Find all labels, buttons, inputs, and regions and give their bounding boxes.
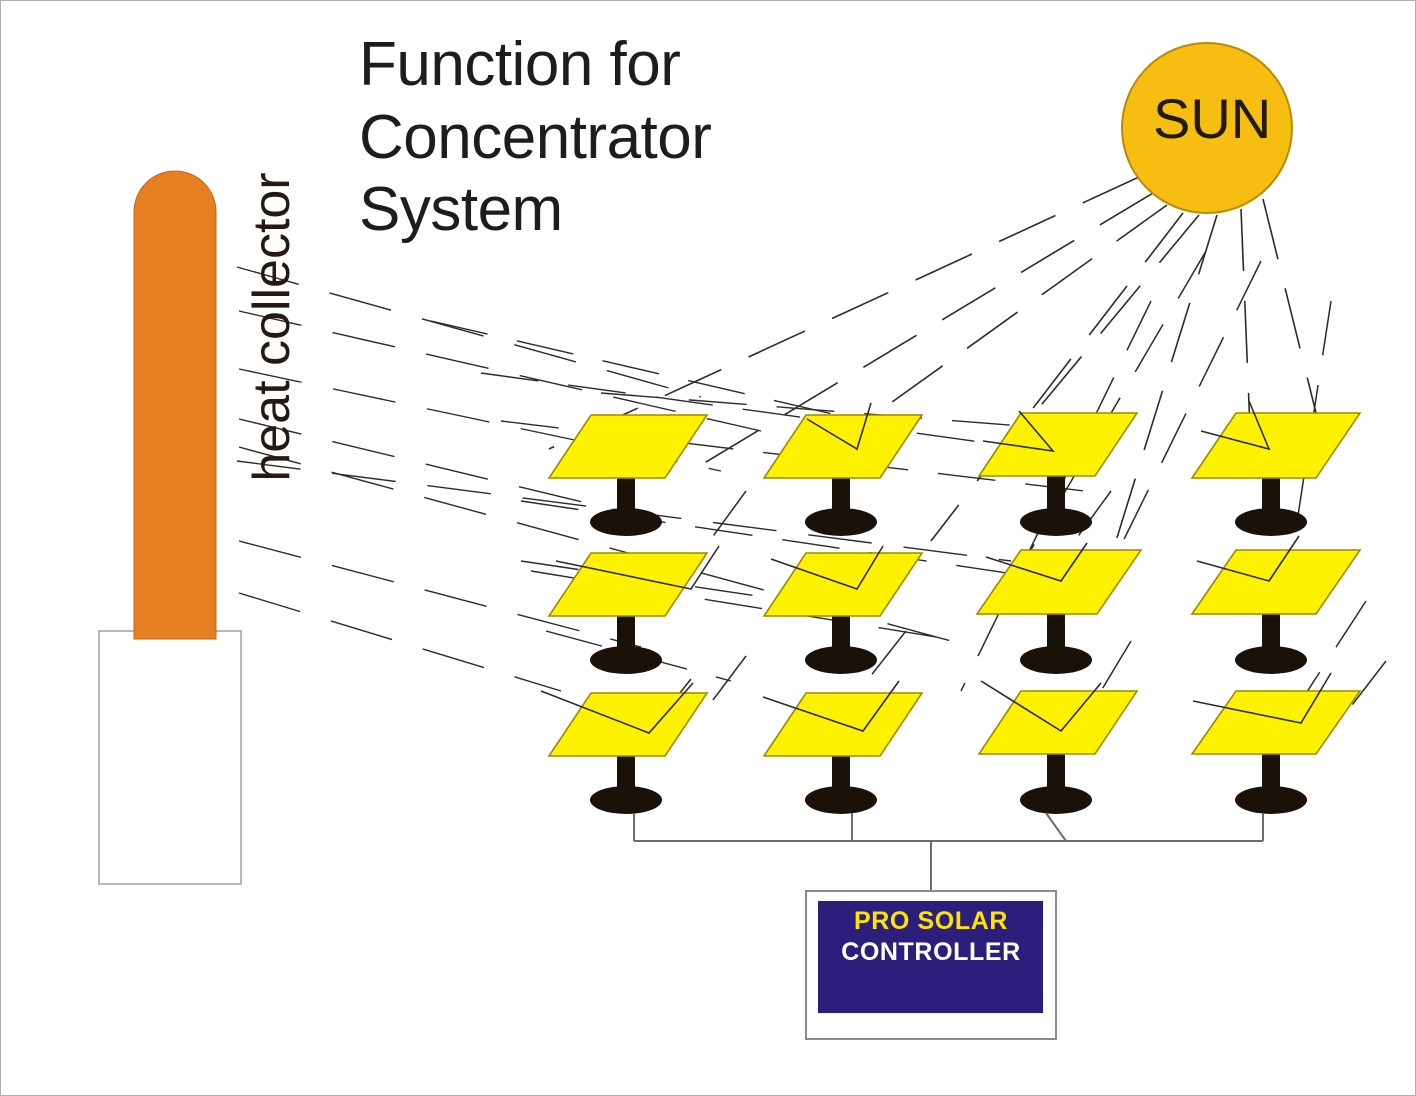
panel-reflection-mark: [770, 545, 884, 590]
panel-reflection-mark: [762, 680, 900, 732]
sun-disc: [1121, 42, 1293, 214]
panel-surface: [762, 414, 924, 479]
sun-label: SUN: [1153, 87, 1272, 150]
panel-base: [1020, 646, 1092, 674]
reflected-ray-7: [238, 592, 562, 692]
panel-reflection-mark: [540, 682, 694, 734]
sun-ray-8: [1262, 198, 1320, 426]
heliostat-field: [547, 412, 1362, 814]
sun-ray-ext-9: [705, 490, 747, 547]
panel-reflection-mark: [1200, 400, 1271, 451]
panel-base: [1020, 508, 1092, 536]
sun-ray-ext-2: [1100, 260, 1262, 587]
heliostat-panel[interactable]: [1190, 412, 1362, 536]
reflected-ray-ext-2: [480, 372, 1032, 450]
heliostat-panel[interactable]: [977, 412, 1139, 536]
controller-display-panel: [818, 901, 1043, 1013]
sun-ray-5: [1012, 214, 1200, 440]
controller-brand-label: PRO SOLAR: [853, 907, 1009, 935]
sun-ray-ext-12: [1345, 660, 1387, 714]
reflected-ray-extension-group: [430, 320, 1112, 682]
heliostat-panel[interactable]: [762, 552, 924, 674]
panel-base: [590, 646, 662, 674]
sun-ray-1: [548, 176, 1140, 450]
panel-base: [590, 786, 662, 814]
sun-ray-3: [820, 204, 1168, 454]
heat-collector-base-box: [98, 630, 242, 885]
sun-ray-ext-5: [1300, 600, 1367, 702]
panel-reflection-mark: [982, 410, 1055, 453]
panel-reflection-mark: [1196, 535, 1300, 582]
reflected-ray-ext-1: [430, 320, 907, 432]
heliostat-panel[interactable]: [547, 552, 709, 674]
sun-ray-ext-8: [850, 630, 907, 702]
sun-ray-ext-7: [1070, 490, 1112, 547]
page-title: Function for Concentrator System: [359, 30, 712, 245]
panel-surface: [975, 549, 1143, 615]
controller-type-label: CONTROLLER: [841, 938, 1021, 966]
heliostat-panel[interactable]: [762, 692, 924, 814]
reflected-ray-1: [236, 266, 702, 398]
heliostat-panel[interactable]: [1190, 549, 1362, 674]
sun-ray-ext-10: [700, 655, 747, 717]
panel-surface: [547, 414, 709, 479]
heliostat-panel[interactable]: [1190, 690, 1362, 814]
panel-surface: [547, 552, 709, 617]
heliostat-panel[interactable]: [762, 414, 924, 536]
reflected-ray-6: [238, 540, 642, 648]
panel-surface: [977, 412, 1139, 477]
panel-reflection-mark-group: [540, 400, 1332, 734]
heliostat-panel[interactable]: [975, 549, 1143, 674]
panel-reflection-mark: [555, 545, 720, 590]
reflected-ray-2: [238, 310, 762, 432]
panel-reflection-mark: [980, 680, 1102, 733]
controller-box[interactable]: [805, 890, 1057, 1040]
panel-surface: [1190, 412, 1362, 479]
heliostat-panel[interactable]: [977, 690, 1139, 814]
panel-base: [1235, 508, 1307, 536]
panel-base: [1020, 786, 1092, 814]
panel-base: [1235, 786, 1307, 814]
sun-ray-4: [930, 212, 1184, 542]
heliostat-panel[interactable]: [547, 692, 709, 814]
heat-collector-column: [133, 170, 217, 640]
wiring-group: [633, 812, 1264, 891]
panel-surface: [977, 690, 1139, 755]
wire-drop-col3: [1045, 812, 1067, 842]
panel-base: [590, 508, 662, 536]
panel-reflection-mark: [985, 542, 1088, 582]
reflected-ray-ext-5: [530, 570, 962, 642]
panel-base: [805, 646, 877, 674]
panel-reflection-mark: [806, 402, 872, 451]
heliostat-panel[interactable]: [547, 414, 709, 536]
panel-base: [805, 786, 877, 814]
reflected-ray-4: [238, 418, 662, 522]
sun-ray-6: [1110, 214, 1218, 558]
heat-collector-label: heat collector: [243, 172, 301, 482]
panel-surface: [1190, 690, 1362, 755]
panel-reflection-mark: [1192, 672, 1332, 724]
panel-base: [805, 508, 877, 536]
sun-ray-group: [548, 176, 1320, 558]
panel-surface: [1190, 549, 1362, 615]
panel-base: [1235, 646, 1307, 674]
